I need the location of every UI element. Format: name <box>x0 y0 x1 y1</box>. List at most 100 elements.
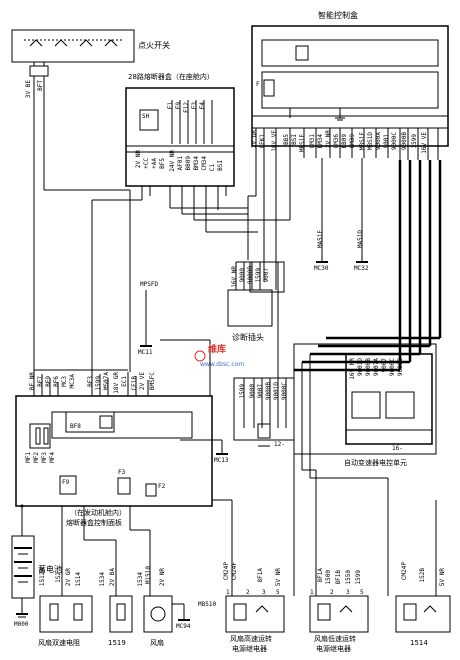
ground-m000: M000 <box>14 621 29 628</box>
pin-5a: 5 <box>276 589 280 596</box>
wire-code-3v-be: 3V BE <box>25 80 32 99</box>
eb-code-9: 18V GR <box>113 372 120 394</box>
sb-code-2: 18V VE <box>271 130 278 152</box>
fan-motor-icon <box>150 606 166 622</box>
sb-code-12: MBS1E <box>359 132 366 151</box>
auto-trans-label: 自动变速器电控单元 <box>344 459 407 467</box>
bt-code-9: CM24P <box>223 562 230 581</box>
diag-plug-connector <box>249 261 285 293</box>
sb-code-9: CM36 <box>333 134 340 149</box>
eb-code-5: MC3A <box>69 374 76 389</box>
bt-code-10: CM24F <box>231 562 238 581</box>
fb-code-af01: AF01 <box>177 156 184 171</box>
pin-1b: 1 <box>310 589 314 596</box>
watermark-url: www.dzsc.com <box>200 361 245 368</box>
smart-control-box <box>251 25 449 147</box>
eb-code-11: CE1B <box>131 376 138 391</box>
bt-code-7: M1510 <box>145 566 152 585</box>
bt-code-17: 1599 <box>355 570 362 585</box>
fb-code-bb09: BB09 <box>185 156 192 171</box>
eb-code-6: BF3 <box>87 376 94 387</box>
mid-bus-connector-12 <box>257 423 271 439</box>
bt-code-0: 1512A <box>39 568 46 587</box>
label-ma51e: MA51E <box>317 230 324 249</box>
at-code-0: 16V NR <box>349 358 356 380</box>
ignition-connector <box>29 65 49 77</box>
pin-2b: 2 <box>330 589 334 596</box>
bt-code-18: CM24P <box>401 562 408 581</box>
eb-code-1: BF7 <box>37 376 44 387</box>
diagnostic-plug <box>227 289 273 327</box>
battery-label: 蓄电池 <box>38 565 62 574</box>
relay-1519-label: 1519 <box>108 639 126 647</box>
sb-code-20: F <box>256 81 260 88</box>
label-ma51d: MA51D <box>357 230 364 249</box>
engine-fuse-panel-inner <box>51 411 193 439</box>
mb-code-3: 9000B <box>265 382 272 401</box>
eb-code-14: MF2 <box>33 452 40 463</box>
at-code-4: 9007 <box>381 358 388 373</box>
fb-code-sh: SH <box>142 113 150 120</box>
ground-m8510: M8510 <box>198 601 217 608</box>
wire-code-bft: BFT <box>37 80 44 91</box>
sb-code-1: CEK1 <box>259 134 266 149</box>
sb-code-16: 9000C <box>391 132 398 151</box>
dp-code-4: 9007 <box>263 268 270 283</box>
relay-1519 <box>109 595 133 633</box>
eb-code-21: BMSFC <box>149 372 156 391</box>
bt-code-15: 8F1B <box>335 570 342 585</box>
sb-code-8: 2V NR <box>325 130 332 149</box>
fb-code-2vnr: 2V NR <box>135 150 142 169</box>
eb-code-8: MS07A <box>103 372 110 391</box>
bt-code-14: 1500 <box>325 570 332 585</box>
watermark-logo-icon <box>194 350 206 362</box>
fuse-box-relay-sh <box>139 109 159 131</box>
pin-3b: 3 <box>346 589 350 596</box>
eb-code-7: 1599 <box>95 376 102 391</box>
bt-code-2: 2V GR <box>65 568 72 587</box>
sb-code-10: BB09 <box>341 134 348 149</box>
fb-code-aa: +AA <box>151 158 158 169</box>
eb-code-16: MF4 <box>49 452 56 463</box>
at-code-7: 16- <box>392 445 403 452</box>
ignition-switch-label: 点火开关 <box>138 41 170 50</box>
sb-code-17: 9000B <box>401 132 408 151</box>
eb-code-12: BF8 <box>70 423 81 430</box>
mb-code-1: 9000 <box>249 384 256 399</box>
eb-code-3: BF6 <box>53 376 60 387</box>
smart-control-box-label: 智能控制盒 <box>318 11 358 20</box>
fb-code-bm34: BM34 <box>193 156 200 171</box>
bt-code-5: 2V BA <box>109 568 116 587</box>
sb-code-4: BSI <box>291 134 298 145</box>
smart-box-fuse <box>295 45 309 61</box>
ignition-switch-box <box>11 29 135 63</box>
bt-code-3: 1S14 <box>75 572 82 587</box>
bt-code-20: 5V NR <box>439 568 446 587</box>
ignition-contact-3 <box>79 39 93 47</box>
ignition-contact-1 <box>29 39 43 47</box>
fb-code-bsi: BSI <box>217 160 224 171</box>
engine-fuse-panel-label-1: （在发动机舱内） <box>70 509 126 517</box>
at-code-3: 9007A <box>373 358 380 377</box>
at-code-2: 9000B <box>365 358 372 377</box>
at-code-6: 9000B <box>397 358 404 377</box>
eb-code-4: MC3 <box>61 376 68 387</box>
sb-code-7: BM34 <box>317 134 324 149</box>
sb-code-19: 16V VE <box>421 132 428 154</box>
fb-code-f3: F3 <box>191 102 198 110</box>
fan-dual-speed-resistor <box>39 595 93 633</box>
pin-5b: 5 <box>360 589 364 596</box>
battery <box>11 535 35 599</box>
ground-mc11: MC11 <box>138 349 153 356</box>
sb-code-0: 2V GR <box>251 130 258 149</box>
fan-label: 风扇 <box>150 639 164 647</box>
fan-low-relay-label-1: 风扇低速运转 <box>314 635 356 643</box>
fb-code-24vnr: 24V NR <box>169 150 176 172</box>
mb-code-2: 9007 <box>257 384 264 399</box>
dp-code-1: 9000 <box>239 268 246 283</box>
bt-code-12: 5V NR <box>275 568 282 587</box>
bt-code-4: 1534 <box>99 572 106 587</box>
eb-code-18: F3 <box>118 469 126 476</box>
mb-code-4: 9001D <box>273 382 280 401</box>
fb-code-f1: F1 <box>167 102 174 110</box>
